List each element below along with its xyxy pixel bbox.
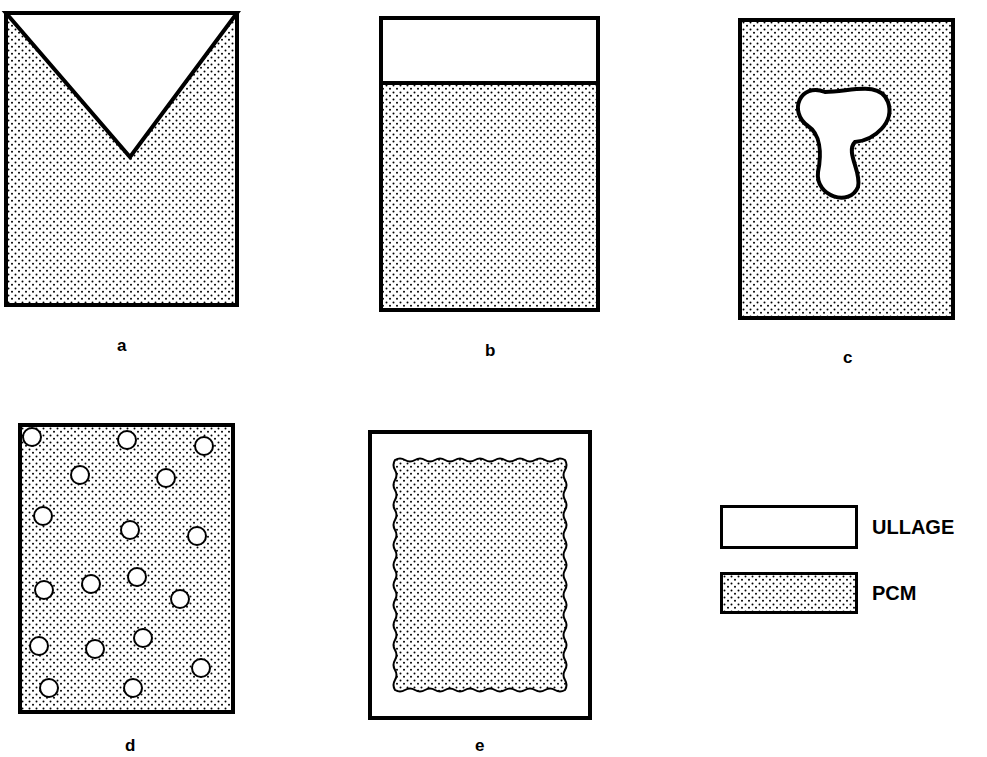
container-c <box>740 20 953 318</box>
ullage-bubble <box>121 521 139 539</box>
container-b <box>381 18 598 310</box>
panel-letter: d <box>125 737 135 754</box>
ullage-bubble <box>128 568 146 586</box>
panel-letter: a <box>117 337 126 354</box>
ullage-bubble <box>188 527 206 545</box>
ullage-bubble <box>23 428 41 446</box>
ullage-bubble <box>195 437 213 455</box>
container-e <box>370 432 590 718</box>
legend-swatch <box>720 572 858 614</box>
legend-text: ULLAGE <box>872 517 954 537</box>
panel-letter: e <box>475 737 484 754</box>
container-d <box>20 425 233 712</box>
ullage-bubble <box>71 466 89 484</box>
ullage-bubble <box>134 629 152 647</box>
ullage-bubble <box>157 469 175 487</box>
ullage-bubble <box>40 679 58 697</box>
ullage-bubble <box>124 679 142 697</box>
ullage-bubble <box>192 659 210 677</box>
pcm-block <box>394 459 567 692</box>
ullage-bubble <box>35 581 53 599</box>
panel-letter: b <box>485 342 495 359</box>
ullage-bubble <box>171 590 189 608</box>
container-a <box>6 13 237 305</box>
ullage-bubble <box>30 637 48 655</box>
ullage-bubble <box>34 507 52 525</box>
ullage-bubble <box>118 431 136 449</box>
legend-swatch <box>720 505 858 549</box>
legend-text: PCM <box>872 583 916 603</box>
panel-letter: c <box>843 349 852 366</box>
ullage-bubble <box>86 640 104 658</box>
ullage-bubble <box>82 575 100 593</box>
